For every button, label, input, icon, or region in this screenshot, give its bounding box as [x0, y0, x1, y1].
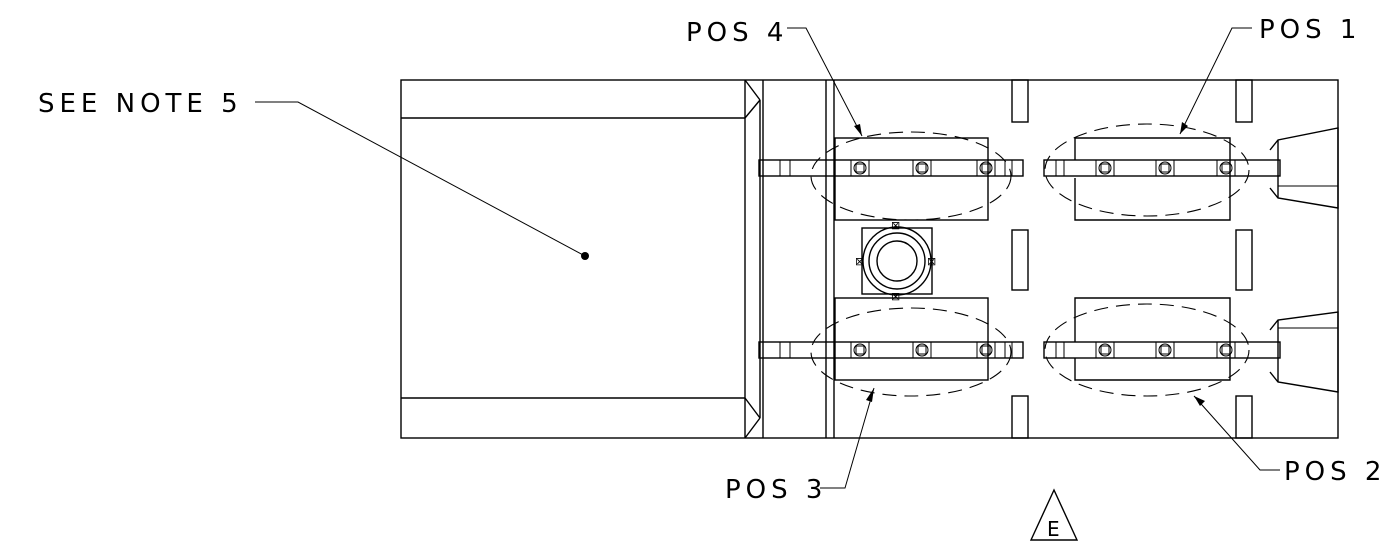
label-pos-3: POS 3: [725, 475, 827, 505]
label-pos-1: POS 1: [1259, 15, 1361, 45]
right-connector-bottom: [1269, 311, 1339, 393]
strip-pos-1: [1043, 123, 1281, 221]
revision-letter: E: [1047, 517, 1060, 541]
strip-pos-4: [758, 131, 1024, 221]
strip-pos-3: [758, 297, 1024, 397]
slot-features: [1011, 79, 1253, 439]
center-fitting: ⊠ ⊠ ⊠ ⊠: [855, 219, 936, 303]
svg-text:⊠: ⊠: [891, 219, 900, 232]
svg-text:⊠: ⊠: [891, 290, 900, 303]
label-pos-2: POS 2: [1284, 457, 1386, 487]
svg-text:⊠: ⊠: [927, 255, 936, 268]
left-panel: [401, 79, 761, 439]
leader-lines: [255, 27, 1280, 489]
label-pos-4: POS 4: [686, 18, 788, 48]
label-see-note-5: SEE NOTE 5: [38, 89, 243, 119]
strip-pos-2: [1043, 297, 1281, 397]
svg-text:⊠: ⊠: [855, 255, 864, 268]
main-body: [400, 79, 1339, 439]
right-connector-top: [1269, 127, 1339, 209]
revision-triangle: [1029, 488, 1079, 541]
